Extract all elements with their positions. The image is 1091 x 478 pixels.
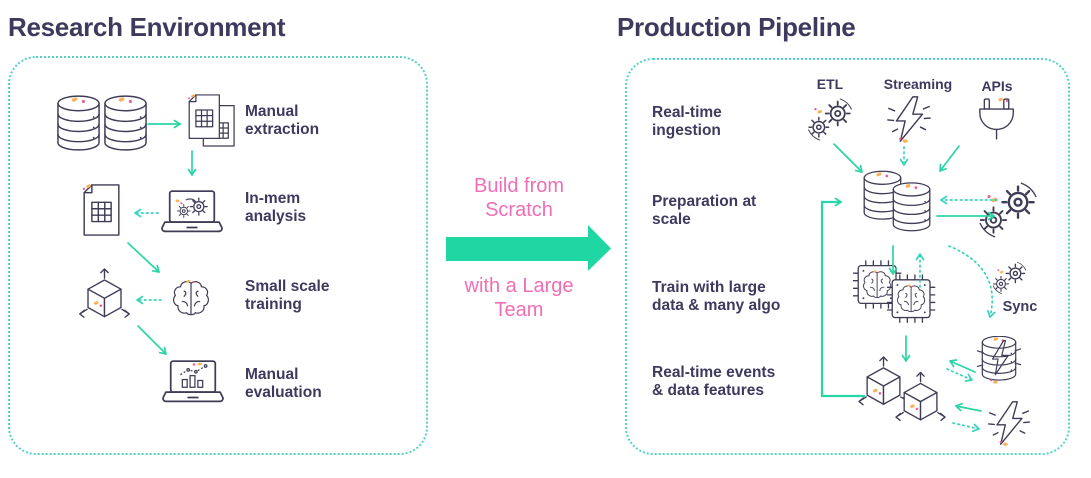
sync-gears-icon xyxy=(991,261,1028,295)
research-environment-box xyxy=(8,56,428,455)
right-panel-title: Production Pipeline xyxy=(617,12,856,42)
step-label-real-time-ingestion: Real-time ingestion xyxy=(652,104,722,139)
step-label-small-scale-training: Small scale training xyxy=(245,278,330,313)
events-lightning-icon xyxy=(983,399,1035,447)
databases-icon xyxy=(56,92,148,154)
production-pipeline-box xyxy=(625,58,1070,455)
cube-3d-icon xyxy=(77,267,132,326)
source-label-apis: APIs xyxy=(981,78,1013,94)
step-label-manual-evaluation: Manual evaluation xyxy=(245,366,322,401)
databases-overlap-icon xyxy=(860,169,934,233)
documents-grid-icon xyxy=(186,94,236,148)
center-label-with-large-team: with a Large Team xyxy=(464,275,574,321)
cache-db-icon xyxy=(976,336,1022,384)
step-label-manual-extraction: Manual extraction xyxy=(245,103,320,138)
model-cubes-icon xyxy=(856,355,950,431)
source-label-etl: ETL xyxy=(816,76,844,92)
laptop-gears-icon xyxy=(161,188,223,233)
prep-gears-icon xyxy=(975,181,1041,239)
center-label-build-from-scratch: Build from Scratch xyxy=(473,175,565,221)
laptop-chart-icon xyxy=(162,358,224,403)
brain-icon xyxy=(172,279,210,317)
ai-chips-icon xyxy=(849,259,943,327)
big-arrow-icon xyxy=(446,225,611,271)
step-label-preparation-at-scale: Preparation at scale xyxy=(652,193,757,228)
source-label-streaming: Streaming xyxy=(883,76,953,92)
streaming-lightning-icon xyxy=(885,94,933,144)
step-label-real-time-events: Real-time events & data features xyxy=(652,364,776,399)
left-panel-title: Research Environment xyxy=(8,12,286,42)
etl-gears-icon xyxy=(806,97,854,142)
sync-label: Sync xyxy=(1002,299,1038,315)
apis-plug-icon xyxy=(978,96,1016,142)
step-label-in-mem-analysis: In-mem analysis xyxy=(245,190,307,225)
step-label-train-with-large-data: Train with large data & many algo xyxy=(652,279,781,314)
spreadsheet-page-icon xyxy=(81,184,122,236)
